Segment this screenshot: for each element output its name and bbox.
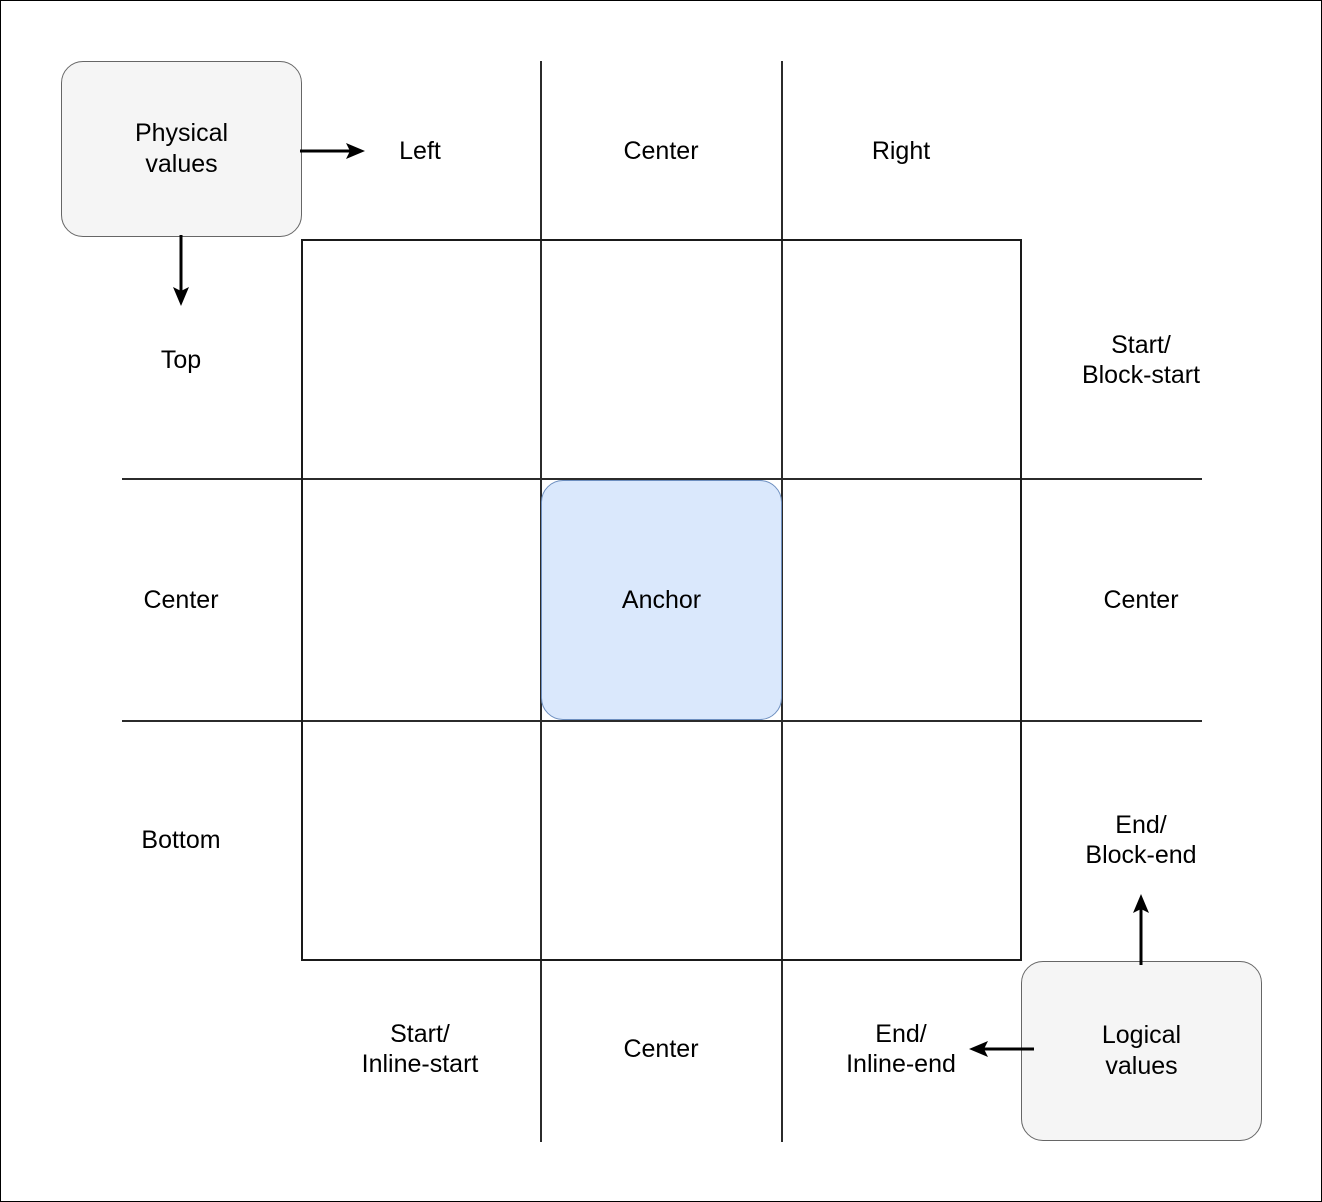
grid-line-vertical-right <box>781 61 783 1142</box>
grid-line-horizontal-top <box>122 478 1202 480</box>
label-left-bottom: Bottom <box>141 826 221 854</box>
anchor-box[interactable]: Anchor <box>541 480 782 720</box>
positioning-area-rect <box>301 239 1022 961</box>
logical-values-box[interactable]: Logical values <box>1021 961 1262 1141</box>
label-top-center: Center <box>623 137 699 165</box>
label-right-top: Start/ Block-start <box>1081 331 1201 389</box>
label-top-left: Left <box>399 137 441 165</box>
label-top-right: Right <box>871 137 931 165</box>
label-bottom-center: Center <box>623 1035 699 1063</box>
arrow-up-icon <box>1133 894 1149 965</box>
label-left-center: Center <box>143 586 219 614</box>
grid-line-horizontal-bottom <box>122 720 1202 722</box>
physical-values-box[interactable]: Physical values <box>61 61 302 237</box>
arrow-down-icon <box>173 235 189 306</box>
label-right-center: Center <box>1103 586 1179 614</box>
label-right-bottom: End/ Block-end <box>1085 811 1197 869</box>
label-bottom-right: End/ Inline-end <box>846 1020 956 1078</box>
label-bottom-left: Start/ Inline-start <box>361 1020 479 1078</box>
label-left-top: Top <box>160 346 202 374</box>
arrow-right-icon <box>300 143 365 159</box>
